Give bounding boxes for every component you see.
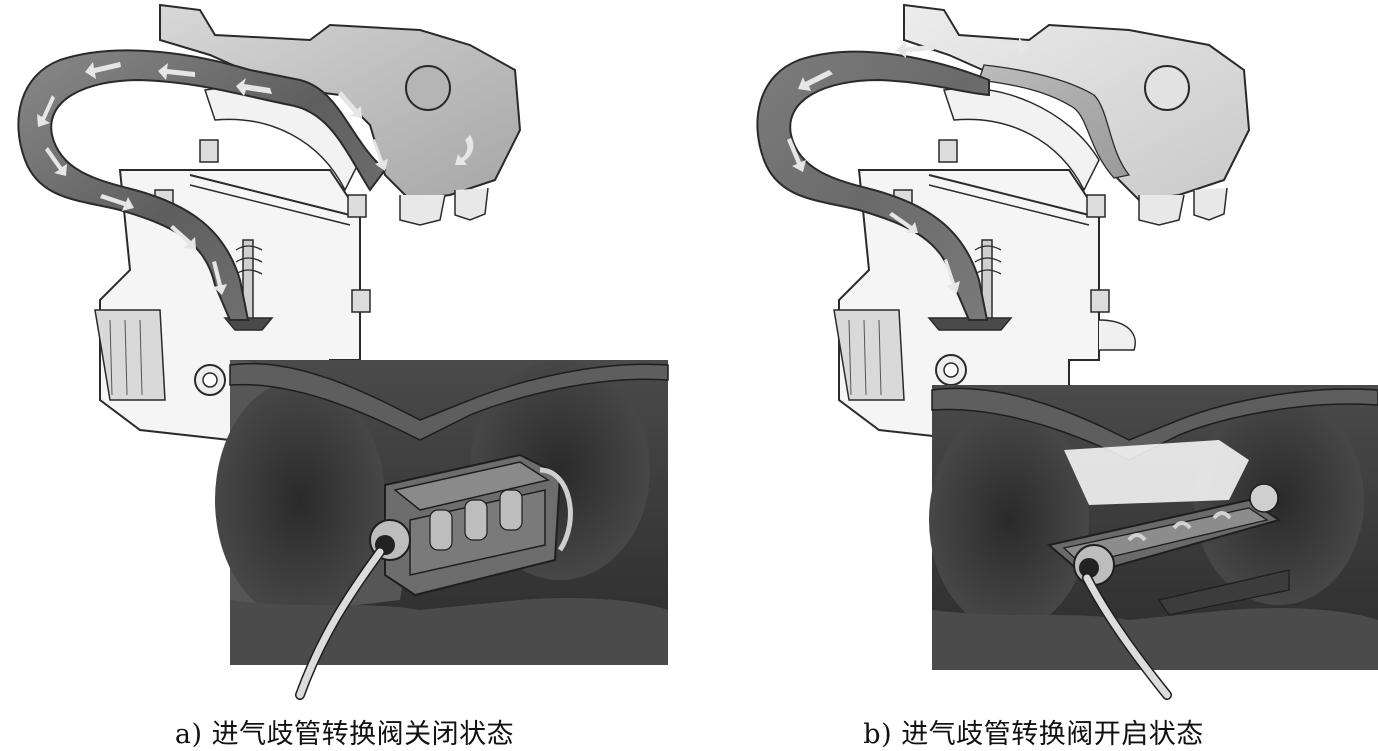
airflow-arrow-icon (170, 225, 196, 249)
airflow-arrow-icon (85, 62, 121, 79)
airflow-arrow-icon (338, 91, 362, 118)
airflow-arrow-icon (787, 138, 806, 172)
plenum-housing (903, 3, 1251, 226)
airflow-arrows (37, 62, 474, 295)
valve-inset-closed (215, 360, 669, 700)
airflow-arrow-icon (212, 261, 227, 295)
airflow-arrow-icon (944, 259, 960, 293)
airflow-arrow-icon (372, 139, 388, 171)
intake-manifold-diagram-closed (17, 3, 669, 700)
intake-manifold-diagram-open (756, 3, 1378, 700)
actuator-cable-icon (1073, 544, 1172, 700)
caption-valve-open: b) 进气歧管转换阀开启状态 (863, 719, 1204, 750)
airflow-arrow-icon (455, 135, 474, 165)
intake-valve (223, 239, 274, 331)
airflow-arrow-icon (798, 70, 833, 91)
valve-flap-icon (384, 453, 573, 597)
airflow-arrow-icon (45, 147, 67, 176)
actuator-cable-icon (295, 519, 411, 700)
airflow-arrow-icon (236, 78, 272, 96)
long-intake-runner (17, 49, 387, 321)
panel-a-valve-closed: a) 进气歧管转换阀关闭状态 (0, 0, 689, 750)
airflow-arrow-icon (889, 212, 918, 233)
airflow-arrow-icon (989, 38, 1029, 55)
panel-b-valve-open: b) 进气歧管转换阀开启状态 (689, 0, 1378, 750)
valve-inset-open (929, 385, 1378, 700)
airflow-arrows (787, 38, 1029, 293)
airflow-arrow-icon (37, 95, 55, 127)
airflow-arrow-icon (158, 63, 195, 80)
caption-valve-closed: a) 进气歧管转换阀关闭状态 (174, 719, 515, 750)
airflow-arrow-icon (896, 41, 934, 58)
airflow-arrow-icon (100, 194, 134, 211)
